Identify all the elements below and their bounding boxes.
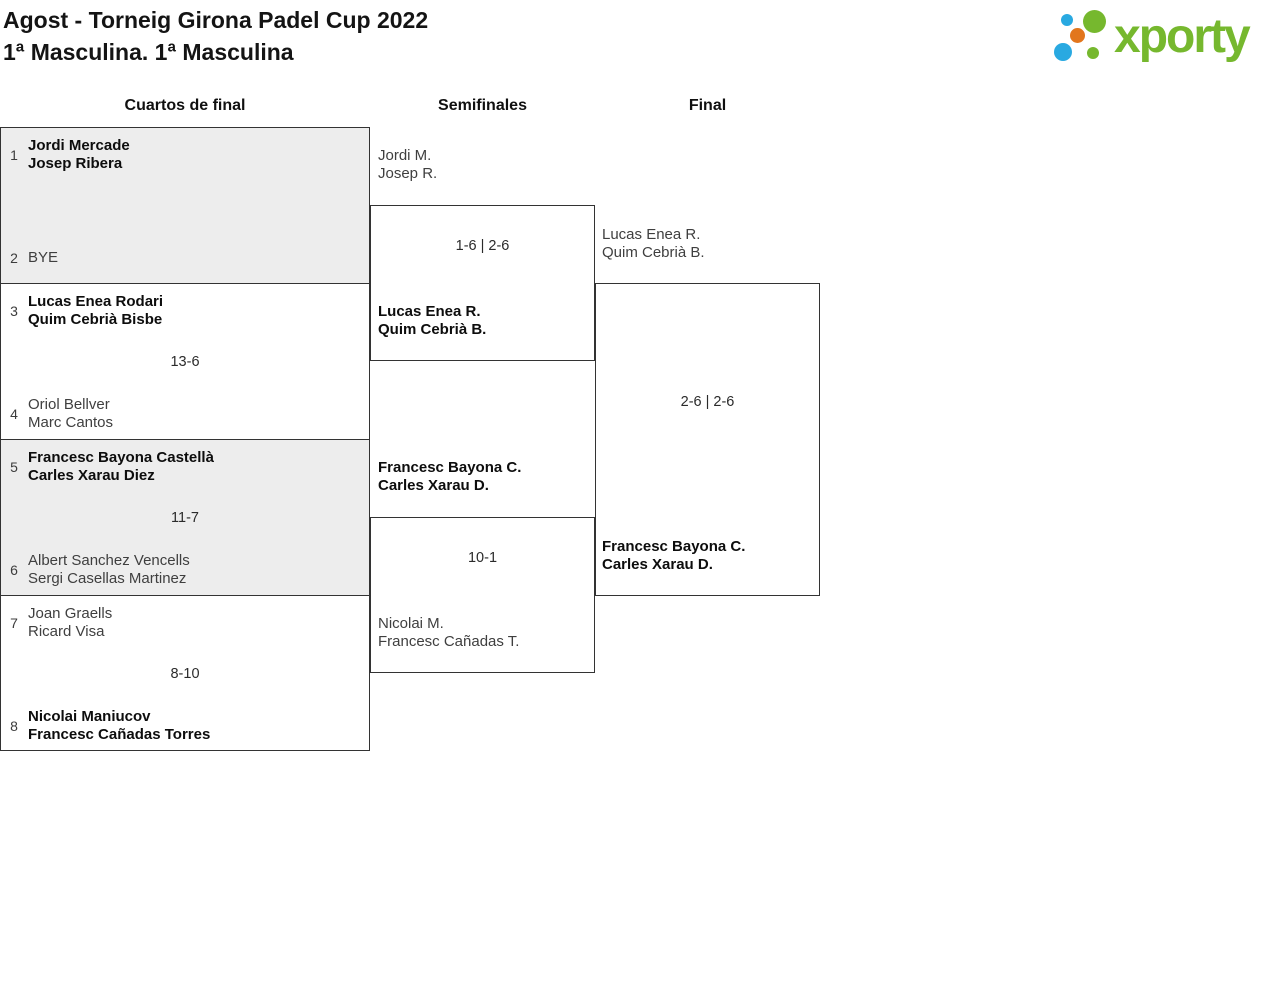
match-quarterfinal-2: 3 Lucas Enea Rodari Quim Cebrià Bisbe 13…	[0, 283, 370, 440]
seed-number: 5	[10, 459, 18, 475]
player-name: Quim Cebrià B.	[378, 321, 487, 338]
seed-number: 4	[10, 406, 18, 422]
player-name: Josep R.	[378, 165, 438, 182]
logo-dot-blue-small-icon	[1061, 14, 1073, 26]
player-name: Josep Ribera	[28, 155, 123, 172]
player-name: Lucas Enea R.	[378, 303, 481, 320]
round-header-semifinales: Semifinales	[438, 97, 527, 114]
team-names: Jordi M. Josep R.	[378, 147, 594, 183]
player-name: Francesc Bayona Castellà	[28, 449, 214, 466]
logo-dot-orange-icon	[1070, 28, 1085, 43]
player-name: Lucas Enea Rodari	[28, 293, 164, 310]
team-names: Francesc Bayona Castellà Carles Xarau Di…	[28, 449, 363, 485]
match-final: 2-6 | 2-6	[595, 283, 820, 596]
player-name: Carles Xarau D.	[378, 477, 489, 494]
round-header-cuartos-de-final: Cuartos de final	[124, 97, 246, 114]
page-title: Agost - Torneig Girona Padel Cup 2022	[3, 7, 429, 33]
player-name: Quim Cebrià B.	[602, 244, 705, 261]
match-score: 11-7	[171, 510, 199, 526]
team-names: Oriol Bellver Marc Cantos	[28, 396, 363, 432]
seed-number: 6	[10, 562, 18, 578]
player-name: Carles Xarau D.	[602, 556, 713, 573]
match-score: 8-10	[170, 666, 200, 682]
match-score: 1-6 | 2-6	[455, 238, 510, 254]
player-name: Carles Xarau Diez	[28, 467, 155, 484]
player-name: Ricard Visa	[28, 623, 105, 640]
match-semifinal-1: 1-6 | 2-6	[370, 205, 595, 361]
round-header-final: Final	[688, 97, 727, 114]
team-names: Francesc Bayona C. Carles Xarau D.	[602, 538, 818, 574]
team-names: Jordi Mercade Josep Ribera	[28, 137, 363, 173]
logo-dot-green-large-icon	[1083, 10, 1106, 33]
player-name: Jordi M.	[378, 147, 432, 164]
match-quarterfinal-1: 1 Jordi Mercade Josep Ribera 2 BYE	[0, 127, 370, 284]
player-name: Nicolai M.	[378, 615, 444, 632]
xporty-logo-text: xporty	[1114, 10, 1251, 63]
player-name: Albert Sanchez Vencells	[28, 552, 190, 569]
player-name: Lucas Enea R.	[602, 226, 701, 243]
match-quarterfinal-4: 7 Joan Graells Ricard Visa 8-10 8 Nicola…	[0, 595, 370, 751]
logo-dot-blue-large-icon	[1054, 43, 1072, 61]
team-names: Albert Sanchez Vencells Sergi Casellas M…	[28, 552, 363, 588]
player-name: Francesc Bayona C.	[602, 538, 746, 555]
match-quarterfinal-3: 5 Francesc Bayona Castellà Carles Xarau …	[0, 439, 370, 596]
team-names: Lucas Enea Rodari Quim Cebrià Bisbe	[28, 293, 363, 329]
team-names: Lucas Enea R. Quim Cebrià B.	[378, 303, 594, 339]
player-name: Nicolai Maniucov	[28, 708, 151, 725]
logo-dot-green-small-icon	[1087, 47, 1099, 59]
match-score: 2-6 | 2-6	[680, 394, 735, 410]
xporty-logo[interactable]: xporty	[1048, 0, 1280, 80]
match-semifinal-2: 10-1	[370, 517, 595, 673]
player-name: Marc Cantos	[28, 414, 114, 431]
team-names: Francesc Bayona C. Carles Xarau D.	[378, 459, 594, 495]
team-names: Joan Graells Ricard Visa	[28, 605, 363, 641]
team-names: BYE	[28, 240, 363, 276]
team-names: Lucas Enea R. Quim Cebrià B.	[602, 226, 818, 262]
match-score: 10-1	[467, 550, 498, 566]
player-name: Joan Graells	[28, 605, 113, 622]
seed-number: 2	[10, 250, 18, 266]
player-name: Francesc Cañadas Torres	[28, 726, 211, 743]
match-score: 13-6	[170, 354, 200, 370]
player-name: Quim Cebrià Bisbe	[28, 311, 163, 328]
player-name: Francesc Cañadas T.	[378, 633, 520, 650]
team-names: Nicolai Maniucov Francesc Cañadas Torres	[28, 708, 363, 744]
player-name: Oriol Bellver	[28, 396, 110, 413]
player-name: Sergi Casellas Martinez	[28, 570, 187, 587]
player-name: BYE	[28, 249, 59, 266]
player-name: Jordi Mercade	[28, 137, 130, 154]
team-names: Nicolai M. Francesc Cañadas T.	[378, 615, 594, 651]
seed-number: 8	[10, 718, 18, 734]
seed-number: 7	[10, 615, 18, 631]
seed-number: 3	[10, 303, 18, 319]
category-subtitle: 1ª Masculina. 1ª Masculina	[3, 39, 294, 65]
player-name: Francesc Bayona C.	[378, 459, 522, 476]
seed-number: 1	[10, 147, 18, 163]
